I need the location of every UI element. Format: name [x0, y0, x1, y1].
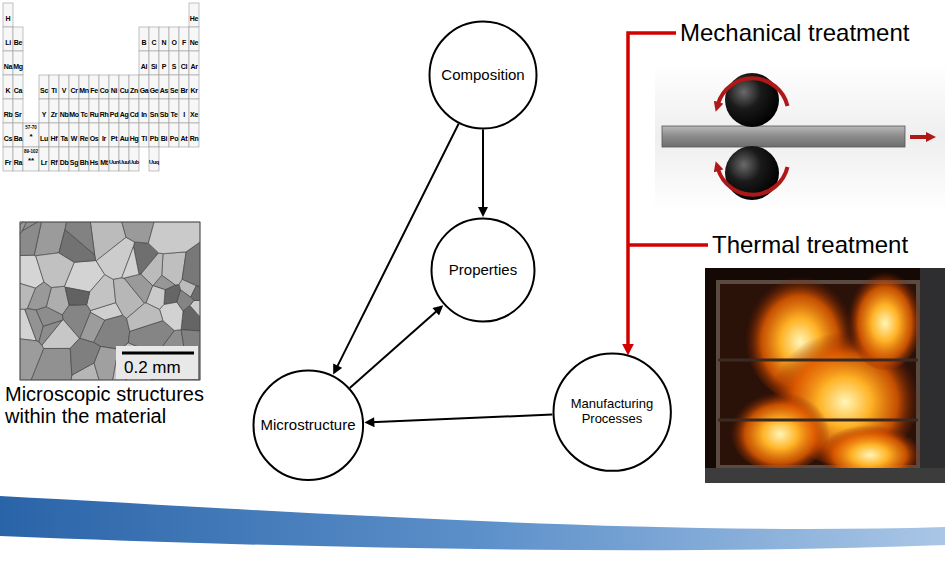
furnace-door	[920, 268, 945, 483]
arrow-connector	[371, 415, 553, 423]
element-symbol: Ba	[3, 134, 33, 143]
circle-node: Composition	[428, 20, 538, 130]
element-range: 89-102	[16, 149, 46, 154]
grain	[65, 222, 95, 255]
element-symbol: Rn	[179, 134, 209, 143]
label-holder: Microscopic structures within the materi…	[5, 383, 245, 427]
element-range: 57-70	[16, 125, 46, 130]
label-holder: He	[179, 14, 209, 23]
element-symbol: Ca	[3, 86, 33, 95]
element-symbol: H	[0, 14, 23, 23]
grain	[122, 247, 139, 278]
scale-bar-ground	[116, 346, 198, 379]
label-holder: Ca	[3, 86, 33, 95]
circle-node: Manufacturing Processes	[552, 352, 672, 472]
node-label: Manufacturing Processes	[562, 397, 662, 427]
furnace-rail	[705, 468, 945, 483]
process-line	[628, 243, 708, 247]
process-label: Mechanical treatment	[680, 20, 909, 46]
grain	[87, 275, 116, 311]
circle-shape	[430, 22, 537, 129]
element-symbol: Xe	[179, 110, 209, 119]
scale-bar	[122, 352, 194, 355]
grain	[124, 274, 153, 303]
feed-arrow	[910, 135, 928, 139]
grain	[20, 283, 35, 309]
label-holder: Xe	[179, 110, 209, 119]
caption-label: Microscopic structures within the materi…	[5, 383, 245, 427]
element-symbol: Sr	[3, 110, 33, 119]
grain	[177, 290, 194, 311]
rotation-arrow	[718, 167, 788, 195]
label-holder: Ba	[3, 134, 33, 143]
element-symbol: Mg	[3, 62, 33, 71]
label-holder: Sr	[3, 110, 33, 119]
label-holder: 57-70	[16, 125, 46, 130]
element-symbol: Uub	[119, 158, 149, 167]
circle-node: Properties	[430, 217, 536, 323]
grain	[127, 303, 163, 331]
rotation-arrow	[718, 78, 788, 106]
label-holder: Uuq	[139, 158, 169, 167]
micrograph-frame	[20, 222, 200, 380]
node-label: Microstructure	[260, 416, 355, 433]
element-symbol: Ar	[179, 62, 209, 71]
circle-shape	[253, 370, 363, 480]
label-holder: Be	[3, 38, 33, 47]
grain	[70, 338, 100, 375]
rolling-ground	[655, 62, 945, 212]
furnace-photo	[705, 268, 945, 483]
grain	[65, 287, 90, 305]
element-symbol: He	[179, 14, 209, 23]
metal-strip	[662, 126, 905, 147]
rack-bar	[718, 359, 918, 362]
label-holder: Mechanical treatment	[680, 20, 909, 46]
label-holder: H	[0, 14, 23, 23]
process-line	[628, 33, 676, 346]
grain	[20, 222, 26, 234]
grain	[39, 320, 62, 345]
grain	[148, 222, 200, 254]
element-symbol: Kr	[179, 86, 209, 95]
circle-shape	[553, 353, 670, 470]
label-holder: Rn	[179, 134, 209, 143]
label-holder: Uub	[119, 158, 149, 167]
circle-node: Microstructure	[252, 369, 365, 482]
grain	[80, 312, 105, 342]
periodic-table	[3, 3, 199, 171]
label-holder: 89-102	[16, 149, 46, 154]
flame	[847, 268, 923, 370]
label-holder: 0.2 mm	[124, 358, 181, 377]
arrow-connector	[350, 309, 439, 388]
circle-shape	[432, 219, 535, 322]
grain	[20, 222, 41, 256]
micrograph	[20, 222, 200, 380]
element-symbol: Ne	[179, 38, 209, 47]
slide-swoosh	[0, 496, 945, 550]
label-holder: Thermal treatment	[712, 232, 908, 258]
node-label: Properties	[449, 261, 517, 278]
rack-bar	[718, 419, 918, 422]
process-label: Thermal treatment	[712, 232, 908, 258]
flame	[730, 388, 830, 472]
element-symbol: Be	[3, 38, 33, 47]
label-holder: Ar	[179, 62, 209, 71]
label-holder: Mg	[3, 62, 33, 71]
element-symbol: Uuq	[139, 158, 169, 167]
label-holder: Kr	[179, 86, 209, 95]
scale-bar-label: 0.2 mm	[124, 358, 181, 377]
node-label: Composition	[441, 66, 524, 83]
grain	[20, 339, 44, 380]
label-holder: Ne	[179, 38, 209, 47]
arrow-connector	[482, 130, 484, 211]
